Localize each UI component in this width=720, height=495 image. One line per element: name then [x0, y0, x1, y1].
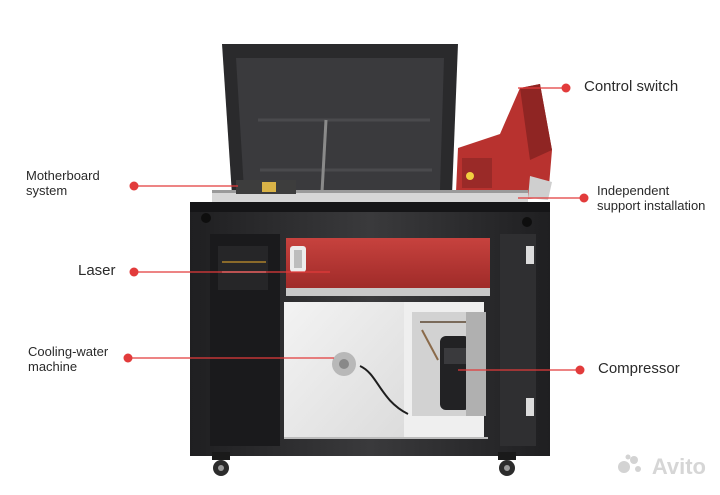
laser-label: Laser	[78, 262, 116, 279]
control-switch-housing	[456, 84, 552, 200]
callouts	[123, 83, 589, 375]
motherboard-label-line1: Motherboard	[26, 168, 100, 183]
watermark: Avito	[616, 453, 706, 481]
compressor-label: Compressor	[598, 360, 680, 377]
avito-dots-icon	[616, 453, 646, 481]
laser-tube	[286, 238, 490, 296]
cooling-water-label: Cooling-water machine	[28, 344, 108, 374]
independent-support-label: Independent support installation	[597, 183, 705, 213]
motherboard-label: Motherboard system	[26, 168, 100, 198]
independent-label-line1: Independent	[597, 183, 670, 198]
compressor	[412, 312, 486, 416]
bed-rail	[212, 180, 528, 204]
cooling-label-line2: machine	[28, 359, 78, 374]
open-lid	[222, 44, 458, 195]
cooling-label-line1: Cooling-water	[28, 344, 109, 359]
independent-label-line2: support installation	[597, 198, 706, 213]
watermark-text: Avito	[651, 454, 706, 479]
motherboard-label-line2: system	[26, 183, 68, 198]
control-switch-label: Control switch	[584, 78, 679, 95]
casters	[212, 452, 516, 476]
